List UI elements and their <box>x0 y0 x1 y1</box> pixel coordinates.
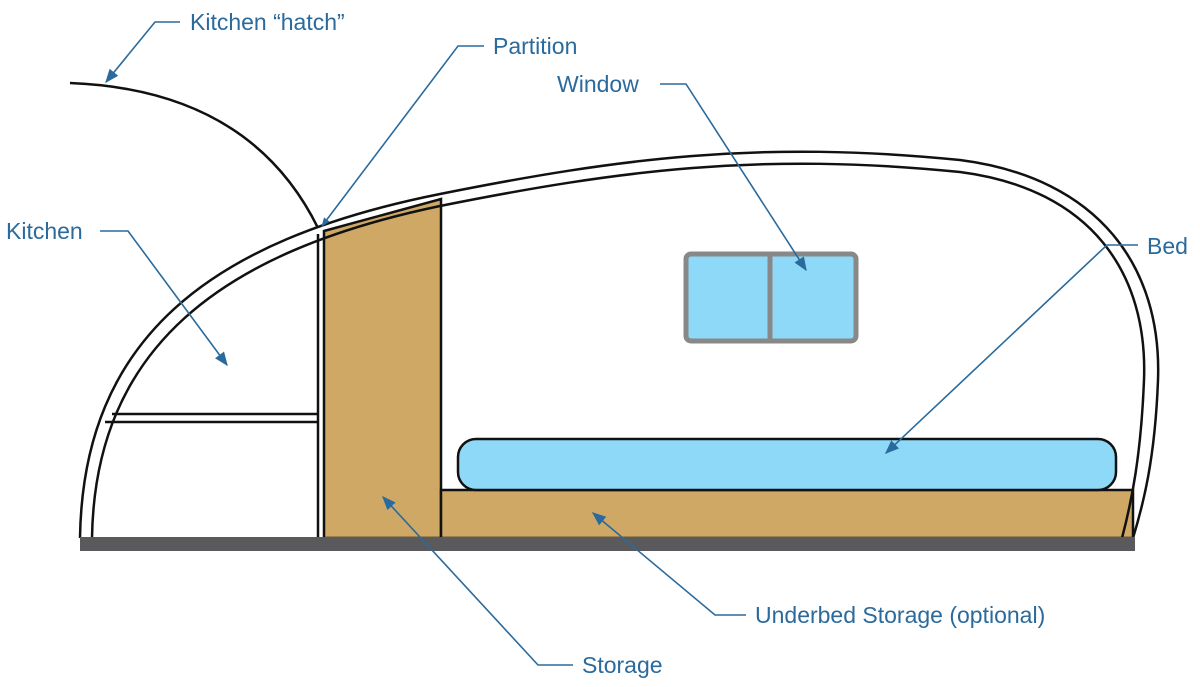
window-glass-left <box>686 254 770 341</box>
bed-label: Bed <box>1147 233 1188 259</box>
trailer-shell-inner <box>90 162 1146 539</box>
window <box>683 251 859 344</box>
storage-label: Storage <box>582 652 663 678</box>
storage-leader <box>382 495 573 666</box>
storage-cabinet <box>322 197 443 540</box>
partition-leader <box>321 45 484 227</box>
underbed-storage-leader <box>591 512 746 616</box>
underbed-storage-box <box>439 488 1135 540</box>
partition-label: Partition <box>493 33 577 59</box>
window-leader <box>660 83 807 272</box>
trailer-shell-outer <box>78 150 1160 539</box>
kitchen-hatch-label: Kitchen “hatch” <box>190 9 345 35</box>
floor-base <box>80 537 1135 551</box>
kitchen-leader <box>100 230 228 367</box>
underbed-storage-label: Underbed Storage (optional) <box>755 602 1045 628</box>
bed-mattress <box>456 437 1118 492</box>
kitchen-hatch-curve <box>69 81 320 229</box>
bed-leader <box>884 244 1138 454</box>
window-label: Window <box>557 71 639 97</box>
kitchen-label: Kitchen <box>6 218 83 244</box>
window-glass-right <box>770 254 856 341</box>
kitchen-hatch-leader <box>105 21 180 84</box>
